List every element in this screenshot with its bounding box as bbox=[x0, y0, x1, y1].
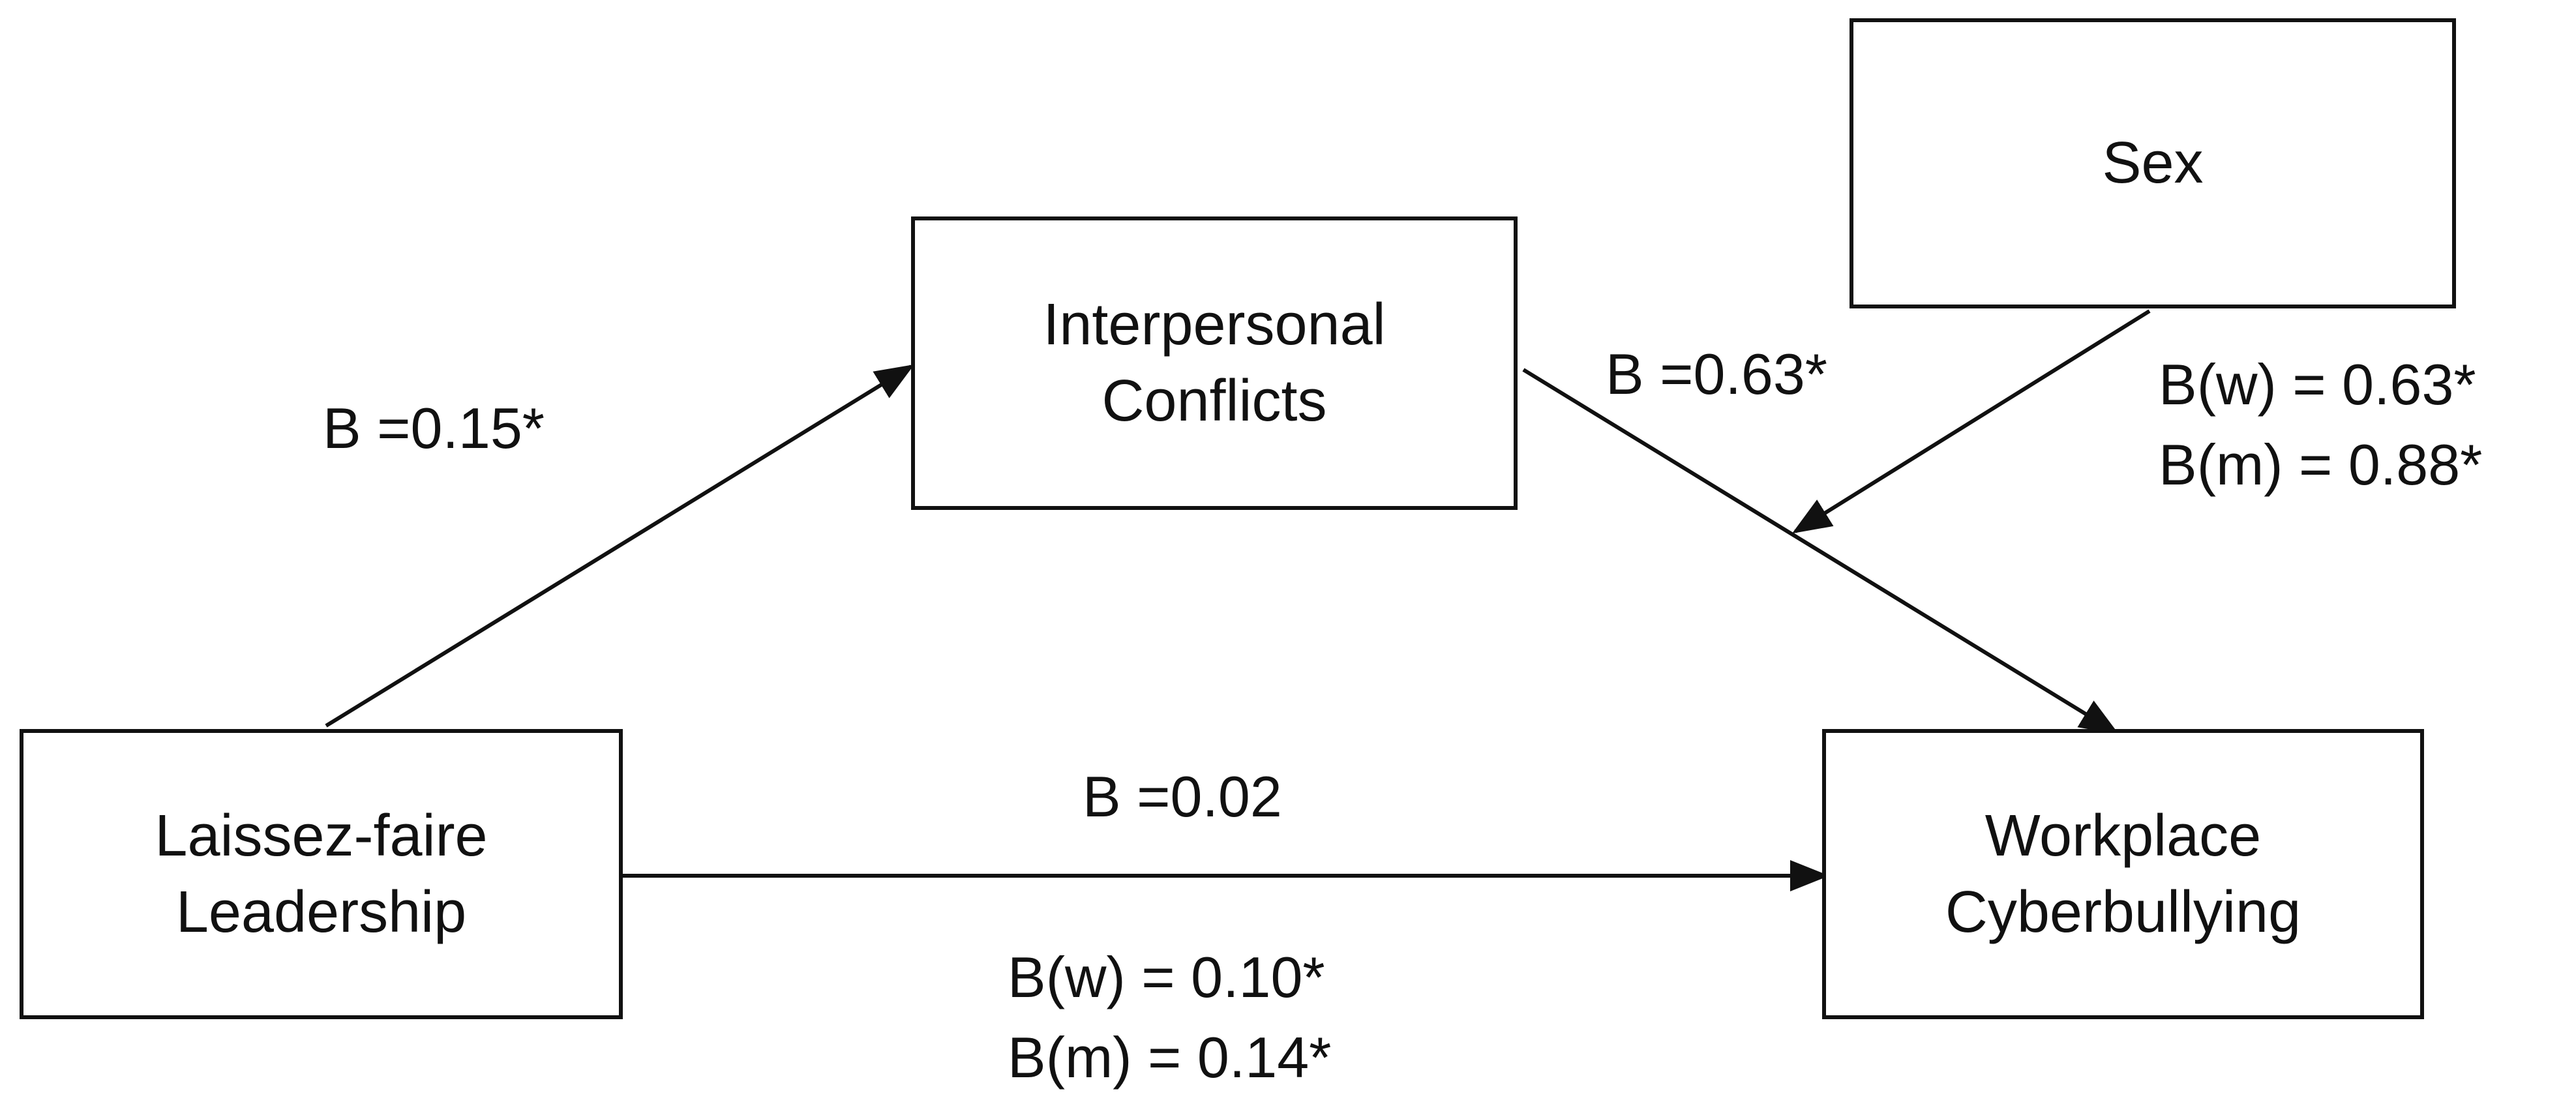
path-a-coefficient: B =0.15* bbox=[323, 396, 545, 460]
laissez-faire-line2: Leadership bbox=[175, 879, 467, 945]
workplace-cyberbullying-box: Workplace Cyberbullying bbox=[1822, 729, 2424, 1019]
direct-effect-men: B(m) = 0.14* bbox=[1008, 1025, 1332, 1090]
workplace-line2: Cyberbullying bbox=[1945, 879, 2301, 945]
sex-box: Sex bbox=[1850, 18, 2456, 308]
sex-label: Sex bbox=[2102, 130, 2204, 196]
laissez-faire-leadership-box: Laissez-faire Leadership bbox=[20, 729, 623, 1019]
interpersonal-conflicts-box: Interpersonal Conflicts bbox=[911, 216, 1518, 510]
laissez-faire-line1: Laissez-faire bbox=[155, 803, 488, 869]
direct-effect-women: B(w) = 0.10* bbox=[1008, 945, 1325, 1009]
moderation-by-sex: B(w) = 0.63* B(m) = 0.88* bbox=[2159, 344, 2550, 505]
path-b-coefficient: B =0.63* bbox=[1606, 342, 1828, 406]
arrow-sex-moderation bbox=[1791, 309, 2151, 534]
moderation-women: B(w) = 0.63* bbox=[2159, 352, 2476, 417]
workplace-line1: Workplace bbox=[1984, 803, 2262, 869]
interpersonal-line1: Interpersonal bbox=[1043, 292, 1386, 357]
moderation-men: B(m) = 0.88* bbox=[2159, 432, 2483, 498]
interpersonal-line2: Conflicts bbox=[1101, 368, 1327, 434]
arrow-conflicts-to-cyberbullying bbox=[1522, 368, 2119, 735]
direct-effect-by-sex: B(w) = 0.10* B(m) = 0.14* bbox=[1008, 937, 1477, 1097]
path-c-coefficient: B =0.02 bbox=[1083, 764, 1282, 829]
arrow-laissez-to-conflicts bbox=[325, 364, 915, 728]
